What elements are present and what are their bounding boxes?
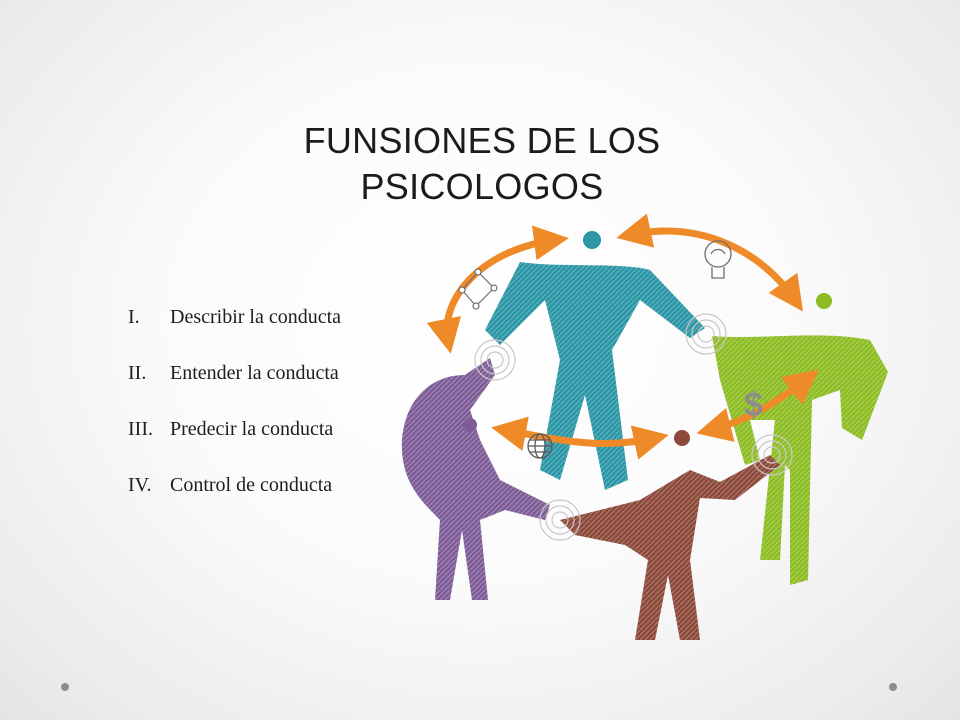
teal-figure <box>485 231 705 490</box>
list-item: III. Predecir la conducta <box>128 418 341 474</box>
list-item-number: I. <box>128 306 140 328</box>
green-figure <box>712 293 888 585</box>
list-item-number: IV. <box>128 474 152 496</box>
list-item-text: Control de conducta <box>170 474 333 496</box>
functions-list: I. Describir la conducta II. Entender la… <box>128 306 341 530</box>
globe-icon <box>527 433 553 459</box>
list-item: IV. Control de conducta <box>128 474 341 530</box>
lightbulb-icon <box>704 240 732 279</box>
svg-text:$: $ <box>744 386 763 424</box>
network-icon <box>458 268 498 310</box>
list-item: I. Describir la conducta <box>128 306 341 362</box>
list-item-text: Describir la conducta <box>170 306 342 328</box>
people-circle-illustration: $ <box>401 213 888 640</box>
list-item: II. Entender la conducta <box>128 362 341 418</box>
dollar-icon: $ <box>744 386 763 424</box>
slide-dot-left <box>61 683 69 691</box>
hand-swirls <box>474 313 793 541</box>
title-line-2: PSICOLOGOS <box>360 166 604 207</box>
slide-title: FUNSIONES DE LOS PSICOLOGOS <box>262 118 702 210</box>
purple-figure <box>401 358 550 600</box>
slide-dot-right <box>889 683 897 691</box>
list-item-number: II. <box>128 362 147 384</box>
list-item-text: Predecir la conducta <box>170 418 334 440</box>
brown-figure <box>560 430 780 640</box>
list-item-text: Entender la conducta <box>170 362 339 384</box>
title-line-1: FUNSIONES DE LOS <box>303 120 661 161</box>
list-item-number: III. <box>128 418 153 440</box>
